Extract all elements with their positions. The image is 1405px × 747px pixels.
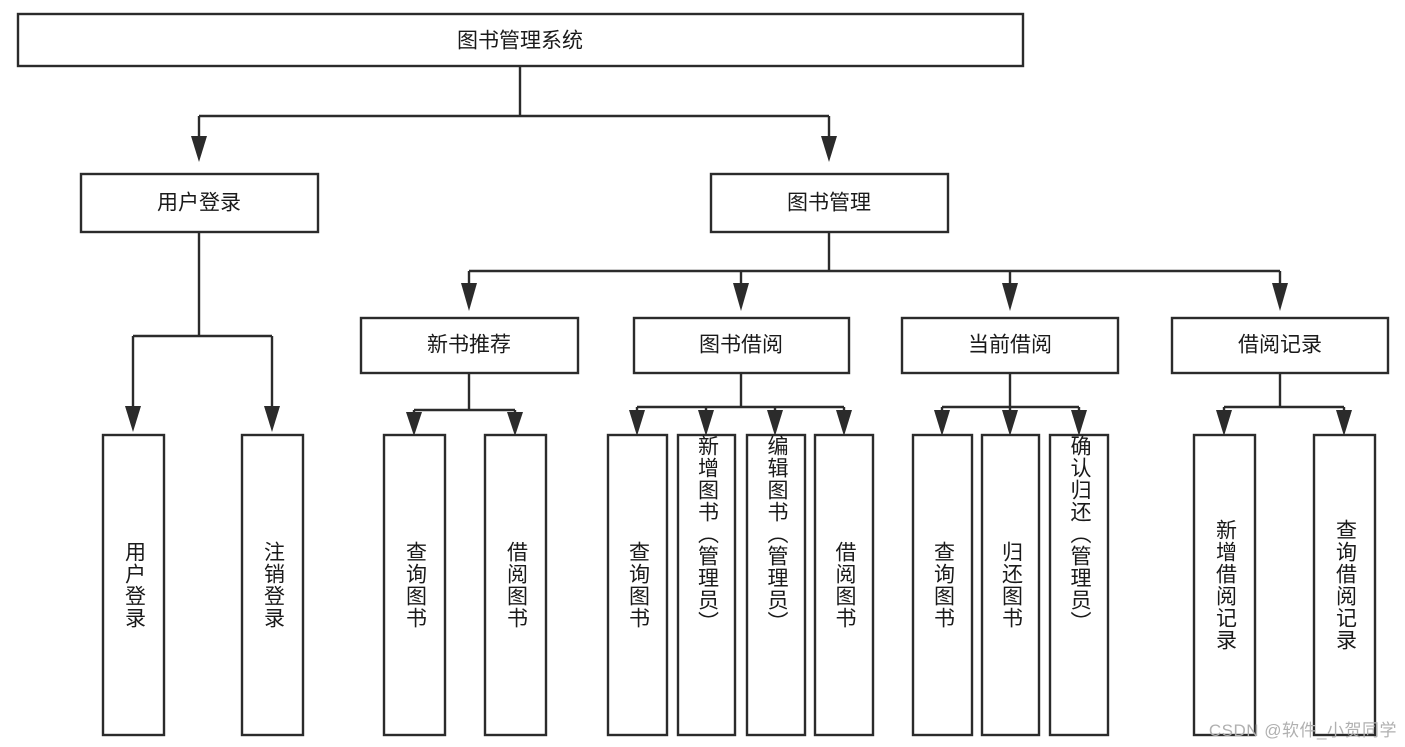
arrowhead-bookborrow-leaf-2 xyxy=(698,410,714,436)
arrowhead-currentborrow-leaf-2 xyxy=(1002,410,1018,436)
arrowhead-bookmgmt xyxy=(821,136,837,162)
arrowhead-borrowrecords-leaf-1 xyxy=(1216,410,1232,436)
leaf-box-query-borrow-record[interactable] xyxy=(1312,433,1377,737)
node-borrow-records[interactable] xyxy=(1170,316,1390,375)
node-root-label: 图书管理系统 xyxy=(457,30,583,53)
arrowhead-bookborrow-leaf-3 xyxy=(767,410,783,436)
leaf-box-add-book-admin[interactable] xyxy=(676,433,737,737)
arrowhead-currentborrow-leaf-1 xyxy=(934,410,950,436)
arrowhead-newbook-leaf-1 xyxy=(406,412,422,436)
arrowhead-newbook-leaf-2 xyxy=(507,412,523,436)
node-current-borrow[interactable] xyxy=(900,316,1120,375)
node-book-borrow-label: 图书借阅 xyxy=(699,334,783,357)
leaf-box-logout[interactable] xyxy=(240,433,305,737)
leaf-box-add-borrow-record[interactable] xyxy=(1192,433,1257,737)
node-borrow-records-label: 借阅记录 xyxy=(1238,334,1322,357)
leaf-box-query-book-3[interactable] xyxy=(911,433,974,737)
arrowhead-borrow-records xyxy=(1272,283,1288,311)
arrowhead-book-borrow xyxy=(733,283,749,311)
node-book-borrow[interactable] xyxy=(632,316,851,375)
arrowhead-currentborrow-leaf-3 xyxy=(1071,410,1087,436)
leaf-box-edit-book-admin[interactable] xyxy=(745,433,807,737)
leaf-box-confirm-return-admin[interactable] xyxy=(1048,433,1110,737)
node-new-book-recommend-label: 新书推荐 xyxy=(427,334,511,357)
node-current-borrow-label: 当前借阅 xyxy=(968,334,1052,357)
leaf-box-return-book[interactable] xyxy=(980,433,1041,737)
arrowhead-bookborrow-leaf-1 xyxy=(629,410,645,436)
node-book-management-label: 图书管理 xyxy=(787,192,871,215)
leaf-box-user-login[interactable] xyxy=(101,433,166,737)
node-user-login-label: 用户登录 xyxy=(157,192,241,215)
leaf-box-query-book-2[interactable] xyxy=(606,433,669,737)
arrowhead-bookborrow-leaf-4 xyxy=(836,410,852,436)
leaf-box-borrow-book-2[interactable] xyxy=(813,433,875,737)
node-book-management[interactable] xyxy=(709,172,950,234)
arrowhead-leaf-logout xyxy=(264,406,280,432)
arrowhead-userlogin xyxy=(191,136,207,162)
leaf-box-query-book-1[interactable] xyxy=(382,433,447,737)
leaf-box-borrow-book-1[interactable] xyxy=(483,433,548,737)
node-new-book-recommend[interactable] xyxy=(359,316,580,375)
watermark-text: CSDN @软件_小贺同学 xyxy=(1208,721,1397,740)
node-root[interactable] xyxy=(16,12,1025,68)
arrowhead-current-borrow xyxy=(1002,283,1018,311)
arrowhead-leaf-user-login xyxy=(125,406,141,432)
arrowhead-borrowrecords-leaf-2 xyxy=(1336,410,1352,436)
arrowhead-new-book-recommend xyxy=(461,283,477,311)
